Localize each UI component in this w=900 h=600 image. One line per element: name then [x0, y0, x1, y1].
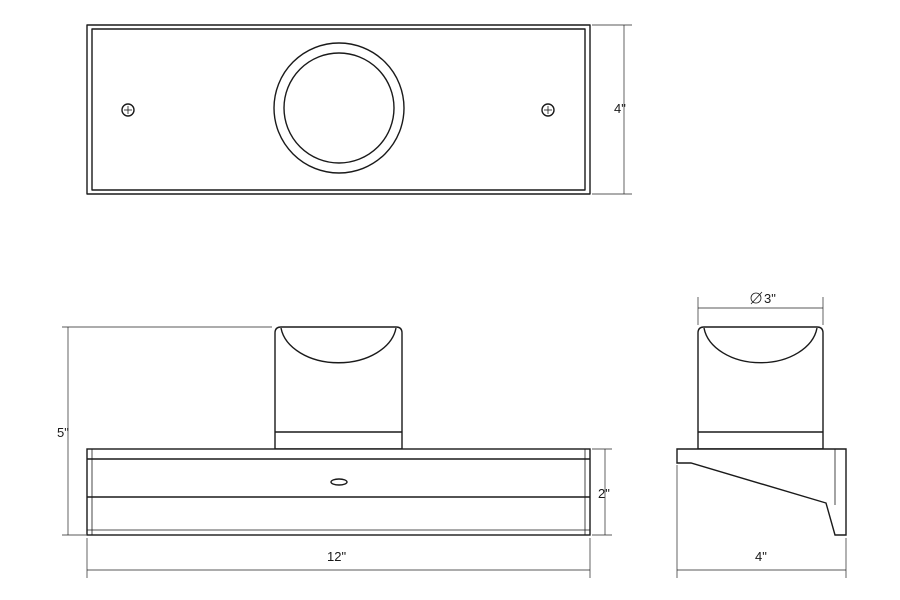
- front-height-base-label: 2": [598, 486, 610, 501]
- top-view: 4": [86, 24, 632, 195]
- screw-icon: [541, 103, 555, 117]
- front-width-dimension: 12": [86, 538, 591, 578]
- front-view-cylinder-body: [274, 326, 403, 450]
- top-view-outer-frame: [86, 24, 591, 195]
- top-height-dimension: 4": [592, 24, 632, 195]
- front-width-label: 12": [327, 549, 346, 564]
- side-depth-label: 4": [755, 549, 767, 564]
- side-view-base-wedge: [676, 448, 847, 536]
- side-depth-dimension: 4": [676, 465, 847, 578]
- front-view-indicator: [330, 478, 348, 486]
- side-view-cylinder-body: [697, 326, 824, 450]
- side-diameter-label: 3": [764, 291, 776, 306]
- side-view-cylinder-opening: [703, 327, 818, 364]
- side-diameter-dimension: 3": [697, 291, 824, 325]
- top-view-inner-frame: [91, 28, 586, 191]
- top-view-fixture-inner-ring: [283, 52, 395, 164]
- diameter-symbol-icon: [750, 291, 763, 305]
- side-view: 3" 4": [676, 291, 847, 578]
- front-height-base-dimension: 2": [592, 448, 612, 536]
- front-height-total-label: 5": [57, 425, 69, 440]
- front-view-base: [86, 448, 591, 536]
- top-height-label: 4": [614, 101, 626, 116]
- front-view-cylinder-opening: [280, 327, 397, 364]
- front-height-total-dimension: 5": [57, 326, 272, 536]
- screw-icon: [121, 103, 135, 117]
- top-view-fixture-outer-ring: [273, 42, 405, 174]
- front-view: 5" 2" 12": [57, 326, 612, 578]
